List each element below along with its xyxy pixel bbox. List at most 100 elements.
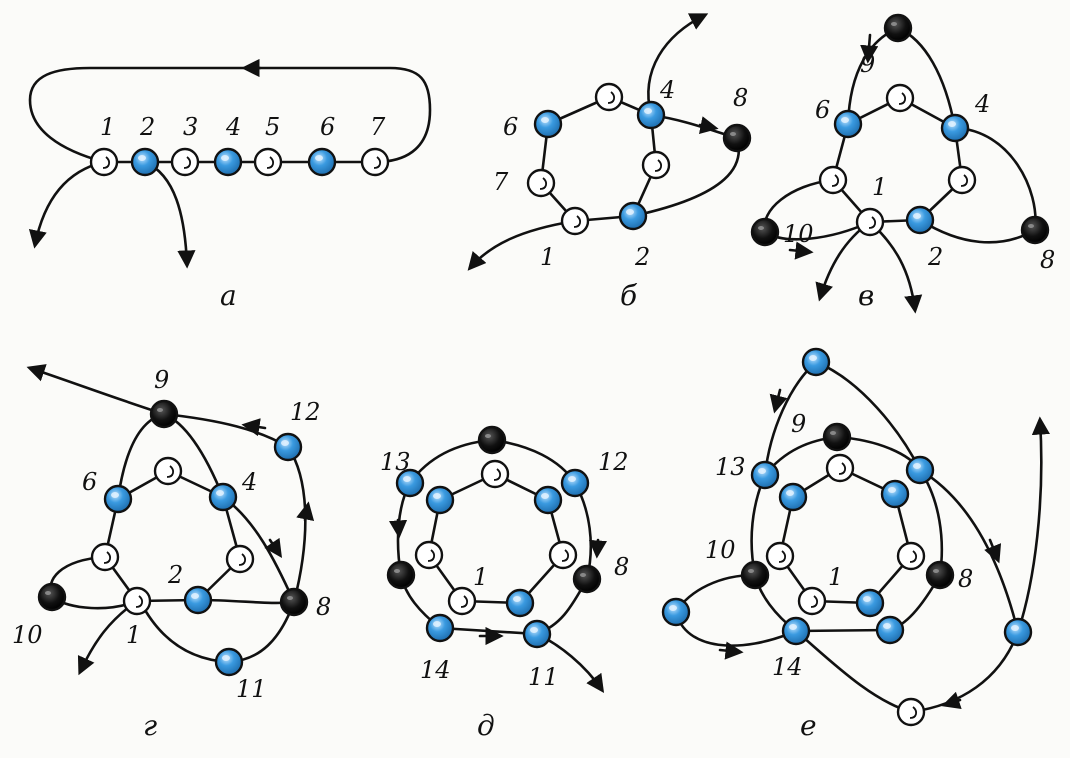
bead-g-6 <box>103 484 133 514</box>
arrow-b-left <box>467 219 577 271</box>
bead-b-0 <box>594 82 624 112</box>
bead-b-6 <box>533 109 563 139</box>
arrow-e-out <box>1016 416 1050 634</box>
bead-g-8 <box>279 587 309 617</box>
label-d-14: 14 <box>420 656 451 684</box>
bead-g-11 <box>273 432 303 462</box>
caption-e: е <box>800 709 817 742</box>
bead-d-12 <box>386 560 416 590</box>
bead-d-3 <box>505 588 535 618</box>
bead-d-9 <box>572 564 602 594</box>
label-v-9: 9 <box>860 50 875 78</box>
bead-g-10 <box>214 647 244 677</box>
label-a-2: 2 <box>139 113 155 141</box>
label-a-5: 5 <box>265 113 280 141</box>
caption-d: д <box>477 709 495 742</box>
arrow-g-12-up <box>296 501 315 522</box>
bead-e-0 <box>825 453 855 483</box>
label-v-2: 2 <box>927 243 943 271</box>
wire-loop-a <box>28 66 432 164</box>
wire-g-2-8 <box>196 598 296 605</box>
arrow-e-bottom <box>941 691 962 710</box>
bead-a-7 <box>360 147 390 177</box>
label-e-10: 10 <box>705 536 736 564</box>
caption-v: в <box>858 279 874 312</box>
label-g-2: 2 <box>167 561 183 589</box>
label-v-6: 6 <box>815 96 830 124</box>
loop-g-9 <box>116 412 225 501</box>
panel-b <box>467 13 741 271</box>
bead-b-1 <box>636 100 666 130</box>
bead-e-5 <box>765 541 795 571</box>
bead-e-10 <box>875 615 905 645</box>
bead-e-16 <box>661 597 691 627</box>
bead-e-7 <box>822 422 852 452</box>
arrow-d-left <box>388 518 408 539</box>
label-d-1: 1 <box>473 563 488 591</box>
label-g-11: 11 <box>236 675 267 703</box>
label-g-4: 4 <box>241 468 257 496</box>
label-v-8: 8 <box>1040 246 1055 274</box>
arrow-d-right <box>588 538 608 559</box>
label-g-10: 10 <box>12 621 43 649</box>
bead-d-10 <box>522 619 552 649</box>
label-b-2: 2 <box>634 243 650 271</box>
label-d-13: 13 <box>380 448 411 476</box>
arrow-e-right <box>984 538 1002 564</box>
label-e-8: 8 <box>958 565 973 593</box>
bead-e-17 <box>896 697 926 727</box>
bead-d-13 <box>395 468 425 498</box>
arrow-b-up <box>647 13 709 117</box>
label-a-4: 4 <box>225 113 241 141</box>
label-b-7: 7 <box>493 168 509 196</box>
bead-e-1 <box>880 479 910 509</box>
bead-e-14 <box>801 347 831 377</box>
bead-e-2 <box>896 541 926 571</box>
loop-v-10 <box>763 178 872 241</box>
label-e-9: 9 <box>791 410 806 438</box>
label-d-11: 11 <box>528 663 559 691</box>
bead-v-1 <box>940 113 970 143</box>
bead-e-12 <box>740 560 770 590</box>
bead-a-1 <box>89 147 119 177</box>
label-g-8: 8 <box>316 593 331 621</box>
bead-v-0 <box>885 83 915 113</box>
bead-d-8 <box>560 468 590 498</box>
bead-b-5 <box>526 168 556 198</box>
label-b-1: 1 <box>540 243 555 271</box>
bead-d-2 <box>548 540 578 570</box>
bead-b-2 <box>641 150 671 180</box>
loop-e-right <box>794 468 1020 714</box>
arrow-e-left <box>718 641 744 660</box>
label-g-1: 1 <box>126 621 141 649</box>
bead-a-3 <box>170 147 200 177</box>
bead-e-11 <box>781 616 811 646</box>
arrow-a-down <box>143 160 196 269</box>
arrow-g-12 <box>241 418 267 437</box>
arrow-v-10 <box>788 241 814 260</box>
arrow-g-4-8 <box>264 537 283 559</box>
bead-g-4 <box>122 586 152 616</box>
label-g-6: 6 <box>82 468 97 496</box>
bead-v-5 <box>818 165 848 195</box>
bead-d-4 <box>447 586 477 616</box>
label-g-12: 12 <box>290 398 321 426</box>
label-e-14: 14 <box>772 653 803 681</box>
bead-e-6 <box>778 482 808 512</box>
label-b-8: 8 <box>733 84 748 112</box>
caption-a: а <box>220 279 237 312</box>
bead-g-1 <box>208 482 238 512</box>
bead-d-11 <box>425 613 455 643</box>
label-d-12: 12 <box>598 448 629 476</box>
bead-v-7 <box>883 13 913 43</box>
label-d-8: 8 <box>614 553 629 581</box>
bead-g-7 <box>149 399 179 429</box>
panel-v <box>763 26 1037 314</box>
bead-b-4 <box>560 206 590 236</box>
label-b-4: 4 <box>659 76 675 104</box>
label-a-3: 3 <box>183 113 198 141</box>
bead-e-8 <box>905 455 935 485</box>
loop-v-8 <box>918 126 1037 244</box>
